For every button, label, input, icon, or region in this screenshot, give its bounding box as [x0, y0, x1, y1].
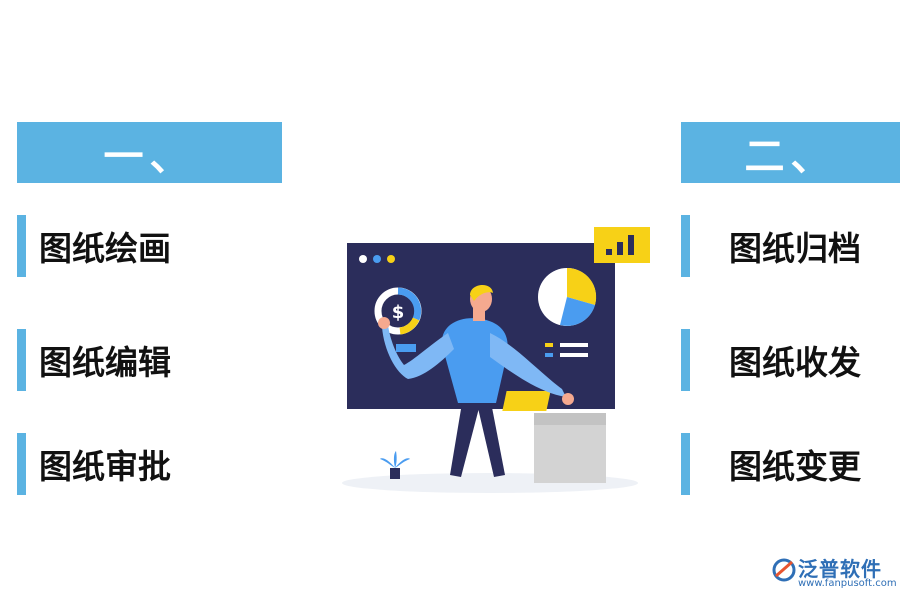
bar-chart-bar: [606, 249, 612, 255]
list-item-archive: 图纸归档: [681, 215, 900, 277]
list-item-approval: 图纸审批: [17, 433, 277, 495]
list-item-label: 图纸审批: [39, 447, 171, 486]
laptop-icon: [502, 391, 551, 411]
fanpusoft-logo: 泛普软件 www.fanpusoft.com: [770, 553, 898, 597]
list-bullet: [545, 343, 553, 347]
fanpusoft-logo-icon: [772, 558, 796, 582]
plant-icon: [380, 451, 410, 479]
logo-name: 泛普软件: [798, 557, 882, 581]
list-item-label: 图纸绘画: [39, 229, 171, 268]
window-dot-icon: [359, 255, 367, 263]
list-item-change: 图纸变更: [681, 433, 900, 495]
bar-chart-bar: [628, 235, 634, 255]
section-one-header-label: 一、: [103, 133, 196, 180]
list-line: [560, 353, 588, 357]
list-item-label: 图纸编辑: [39, 343, 171, 382]
list-item-label: 图纸归档: [729, 229, 861, 268]
item-accent-bar: [17, 433, 26, 495]
list-item-drawing: 图纸绘画: [17, 215, 277, 277]
item-accent-bar: [681, 215, 690, 277]
section-two-header: 二、: [681, 122, 900, 183]
section-two-header-label: 二、: [744, 133, 837, 180]
presenter-figure: [378, 284, 574, 477]
list-item-editing: 图纸编辑: [17, 329, 277, 391]
pie-chart-icon: [538, 267, 597, 326]
item-accent-bar: [681, 433, 690, 495]
list-item-send-receive: 图纸收发: [681, 329, 900, 391]
bar-chart-bar: [617, 242, 623, 255]
list-bullet: [545, 353, 553, 357]
item-accent-bar: [17, 215, 26, 277]
presenter-dashboard-illustration: $: [342, 227, 650, 493]
window-dot-icon: [373, 255, 381, 263]
window-dot-icon: [387, 255, 395, 263]
legend-chip: [396, 344, 416, 352]
logo-url: www.fanpusoft.com: [798, 578, 897, 589]
list-item-label: 图纸收发: [729, 343, 861, 382]
dollar-donut-icon: $: [374, 287, 422, 335]
section-one-header: 一、: [17, 122, 282, 183]
item-accent-bar: [681, 329, 690, 391]
list-line: [560, 343, 588, 347]
dollar-sign: $: [392, 302, 405, 323]
list-item-label: 图纸变更: [729, 447, 861, 486]
item-accent-bar: [17, 329, 26, 391]
podium-top: [534, 413, 606, 425]
